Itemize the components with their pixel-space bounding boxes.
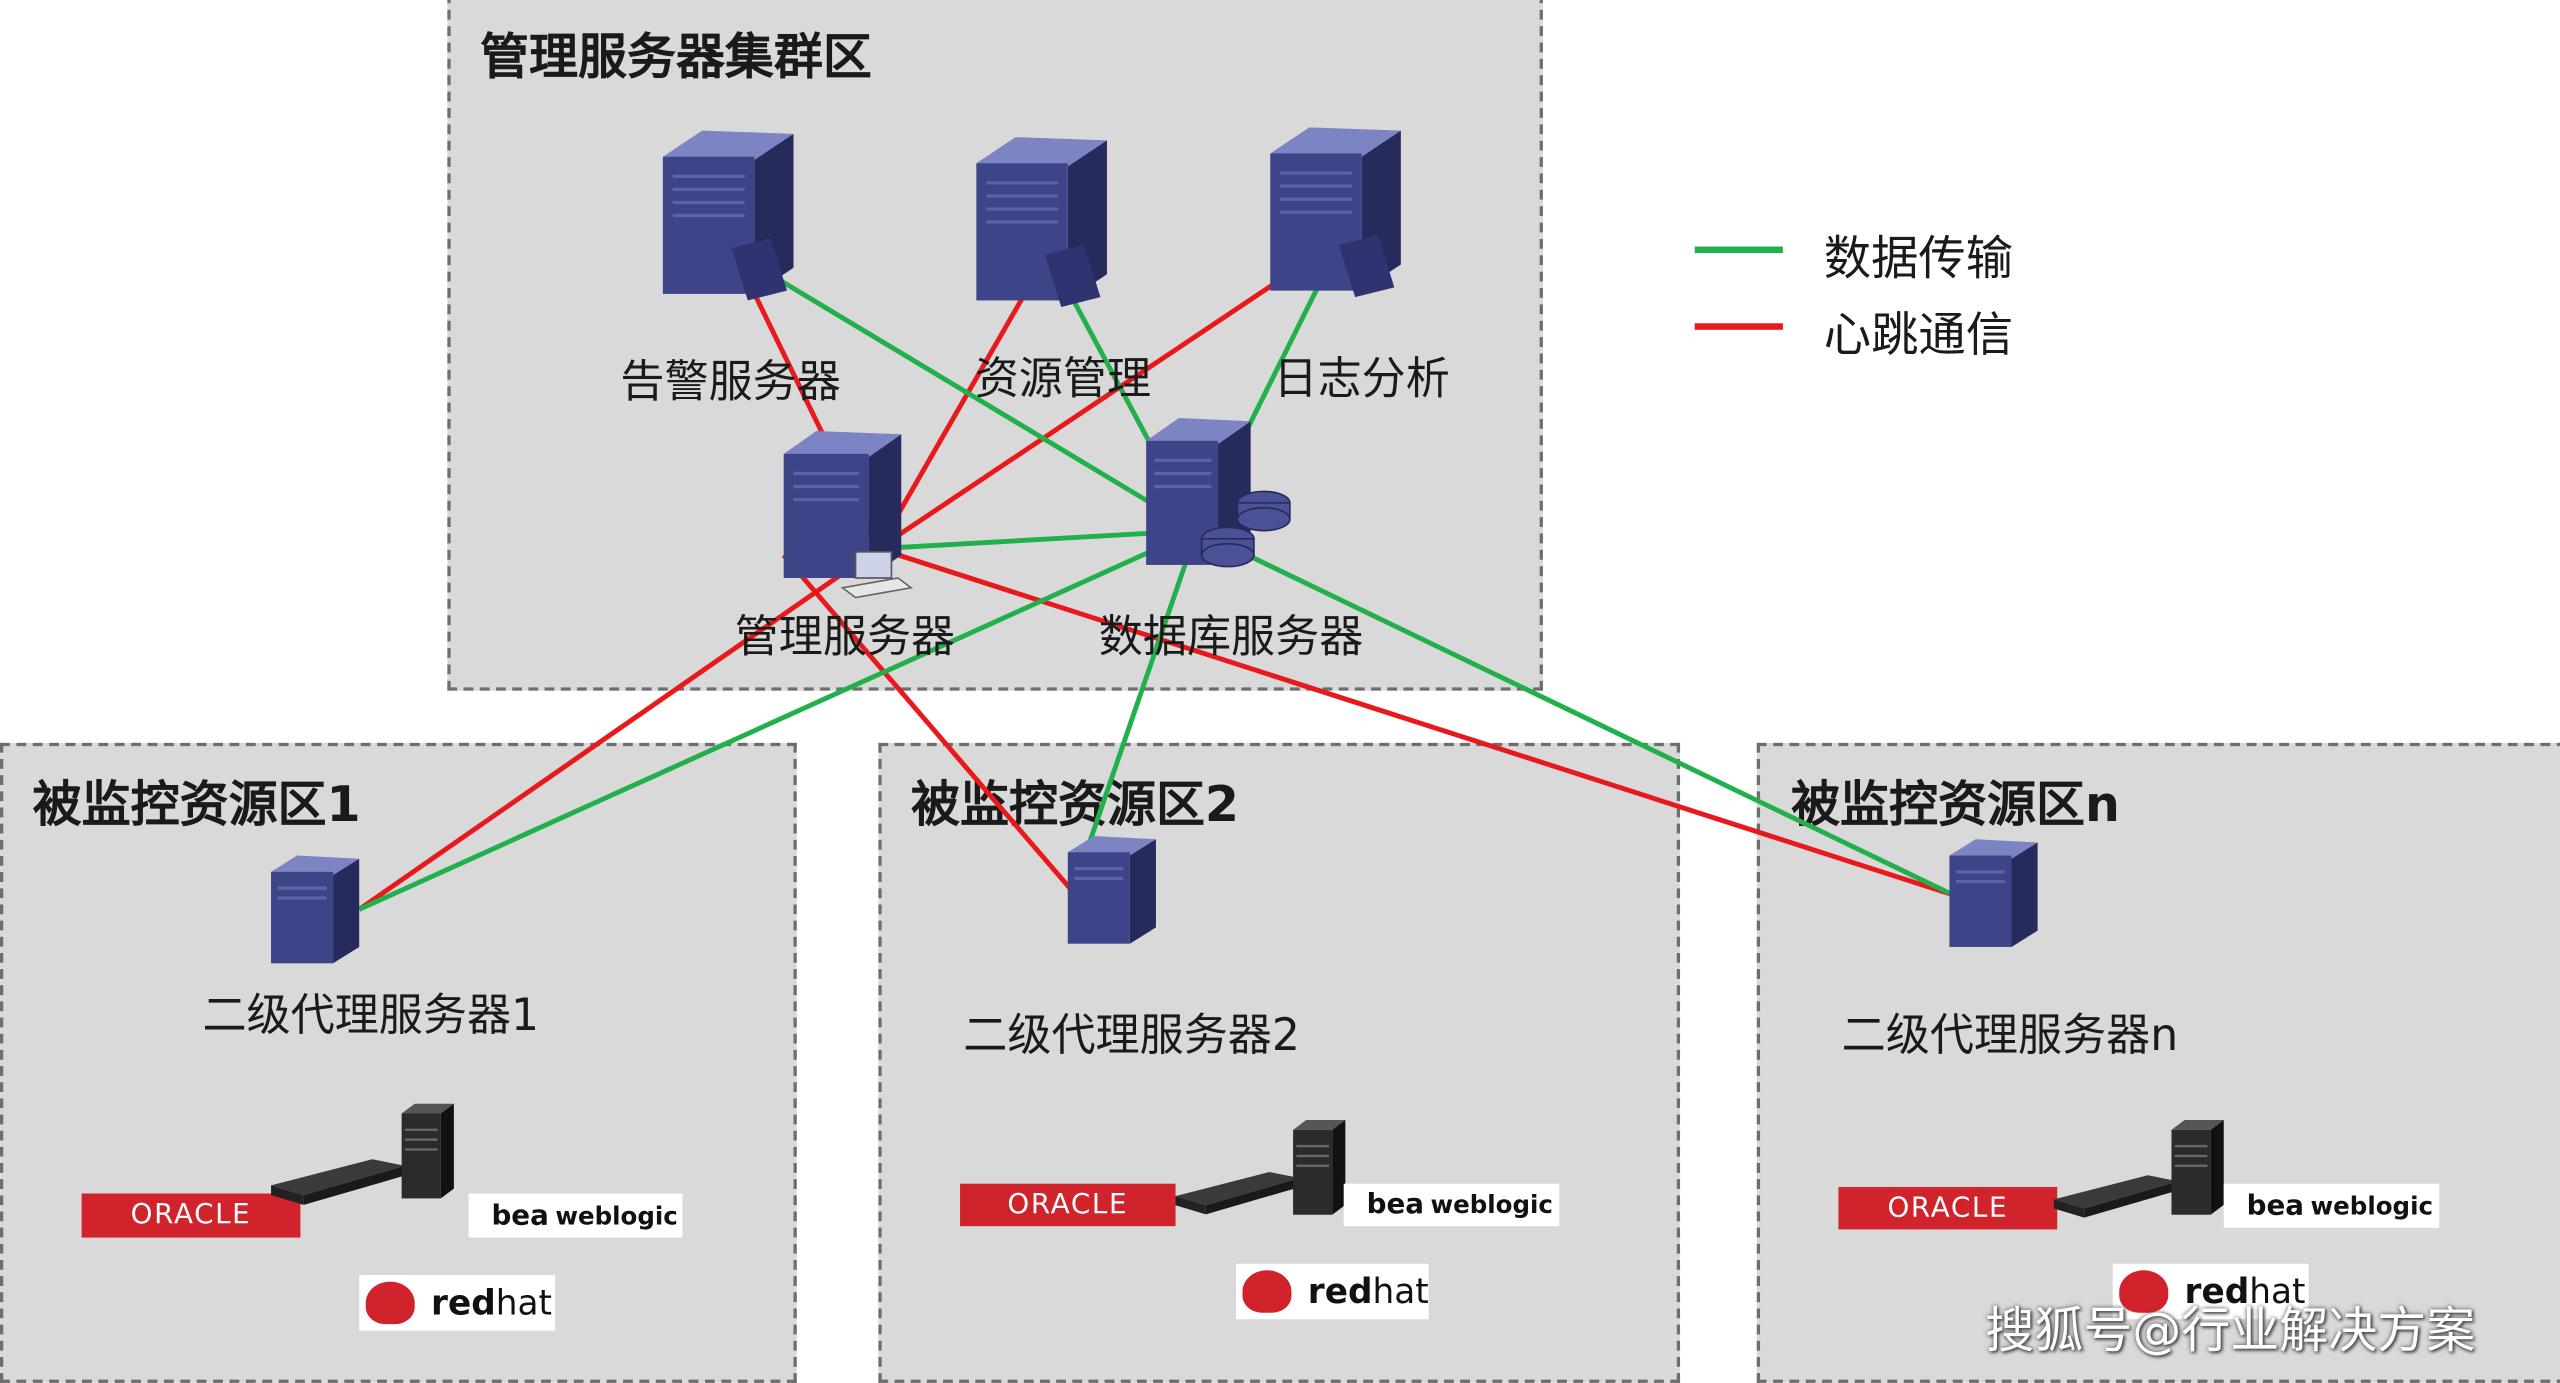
bea-text: bea bbox=[491, 1200, 549, 1233]
redhat-hat-text: hat bbox=[495, 1283, 552, 1323]
redhat-icon bbox=[1242, 1270, 1292, 1313]
weblogic-text: weblogic bbox=[2310, 1191, 2434, 1222]
redhat-logo: redhat bbox=[359, 1275, 556, 1331]
redhat-icon bbox=[365, 1281, 415, 1325]
data-line bbox=[878, 528, 1197, 552]
oracle-logo: ORACLE bbox=[1838, 1186, 2058, 1230]
bea-text: bea bbox=[2246, 1190, 2305, 1223]
bea-text: bea bbox=[1366, 1188, 1424, 1222]
watermark: 搜狐号@行业解决方案 bbox=[1985, 1302, 2476, 1361]
zone-1-title: 被监控资源区1 bbox=[32, 777, 361, 835]
weblogic-text: weblogic bbox=[1430, 1190, 1553, 1220]
heartbeat-line bbox=[876, 251, 1051, 550]
log-server-icon bbox=[1270, 127, 1401, 298]
heartbeat-line bbox=[877, 546, 1954, 898]
rack-server-icon bbox=[401, 1103, 454, 1199]
weblogic-text: weblogic bbox=[555, 1201, 678, 1232]
proxy-server-n-label: 二级代理服务器n bbox=[1841, 1010, 2179, 1062]
network-switch-icon bbox=[1175, 1171, 1300, 1215]
legend-data-line bbox=[1694, 246, 1783, 254]
data-line bbox=[733, 250, 1199, 533]
network-switch-icon bbox=[2053, 1175, 2179, 1218]
redhat-red-text: red bbox=[431, 1283, 496, 1323]
oracle-logo: ORACLE bbox=[960, 1183, 1176, 1227]
proxy-server-1-label: 二级代理服务器1 bbox=[202, 991, 540, 1042]
redhat-logo: redhat bbox=[1235, 1263, 1429, 1320]
legend-heartbeat-label: 心跳通信 bbox=[1823, 306, 2014, 363]
zone-n-title: 被监控资源区n bbox=[1791, 777, 2120, 835]
resource-server-icon bbox=[976, 137, 1107, 307]
redhat-icon bbox=[2119, 1270, 2169, 1313]
rack-server-icon bbox=[2171, 1120, 2224, 1215]
oracle-logo-text: ORACLE bbox=[1887, 1191, 2009, 1225]
database-server-label: 数据库服务器 bbox=[1098, 612, 1364, 663]
network-switch-icon bbox=[271, 1159, 405, 1205]
proxy-server-1-icon bbox=[271, 855, 360, 964]
oracle-logo-text: ORACLE bbox=[1007, 1188, 1129, 1222]
manager-server-label: 管理服务器 bbox=[734, 612, 956, 663]
alarm-server-icon bbox=[662, 130, 794, 301]
redhat-hat-text: hat bbox=[1372, 1271, 1429, 1312]
zone-2-title: 被监控资源区2 bbox=[911, 777, 1240, 835]
proxy-server-2-icon bbox=[1067, 835, 1156, 944]
data-line bbox=[1070, 529, 1200, 893]
mgmt-cluster-title: 管理服务器集群区 bbox=[480, 29, 872, 87]
heartbeat-line bbox=[781, 553, 1075, 894]
redhat-hat-text: hat bbox=[2249, 1271, 2306, 1312]
data-line bbox=[358, 528, 1198, 912]
data-line bbox=[1195, 528, 1954, 897]
heartbeat-line bbox=[877, 236, 1344, 551]
legend-data-label: 数据传输 bbox=[1823, 230, 2014, 286]
database-server-icon bbox=[1146, 417, 1291, 568]
alarm-server-label: 告警服务器 bbox=[620, 357, 841, 409]
log-server-label: 日志分析 bbox=[1273, 354, 1450, 405]
redhat-red-text: red bbox=[2184, 1271, 2250, 1312]
heartbeat-line bbox=[357, 546, 880, 912]
oracle-logo: ORACLE bbox=[81, 1193, 301, 1238]
manager-server-icon bbox=[783, 431, 914, 599]
rack-server-icon bbox=[1293, 1120, 1346, 1215]
resource-server-label: 资源管理 bbox=[974, 354, 1152, 405]
proxy-server-2-label: 二级代理服务器2 bbox=[963, 1010, 1300, 1062]
legend-heartbeat-line bbox=[1694, 323, 1783, 330]
redhat-logo: redhat bbox=[2112, 1263, 2309, 1320]
oracle-logo-text: ORACLE bbox=[130, 1198, 252, 1232]
proxy-server-n-icon bbox=[1949, 839, 2038, 947]
redhat-red-text: red bbox=[1307, 1271, 1373, 1312]
